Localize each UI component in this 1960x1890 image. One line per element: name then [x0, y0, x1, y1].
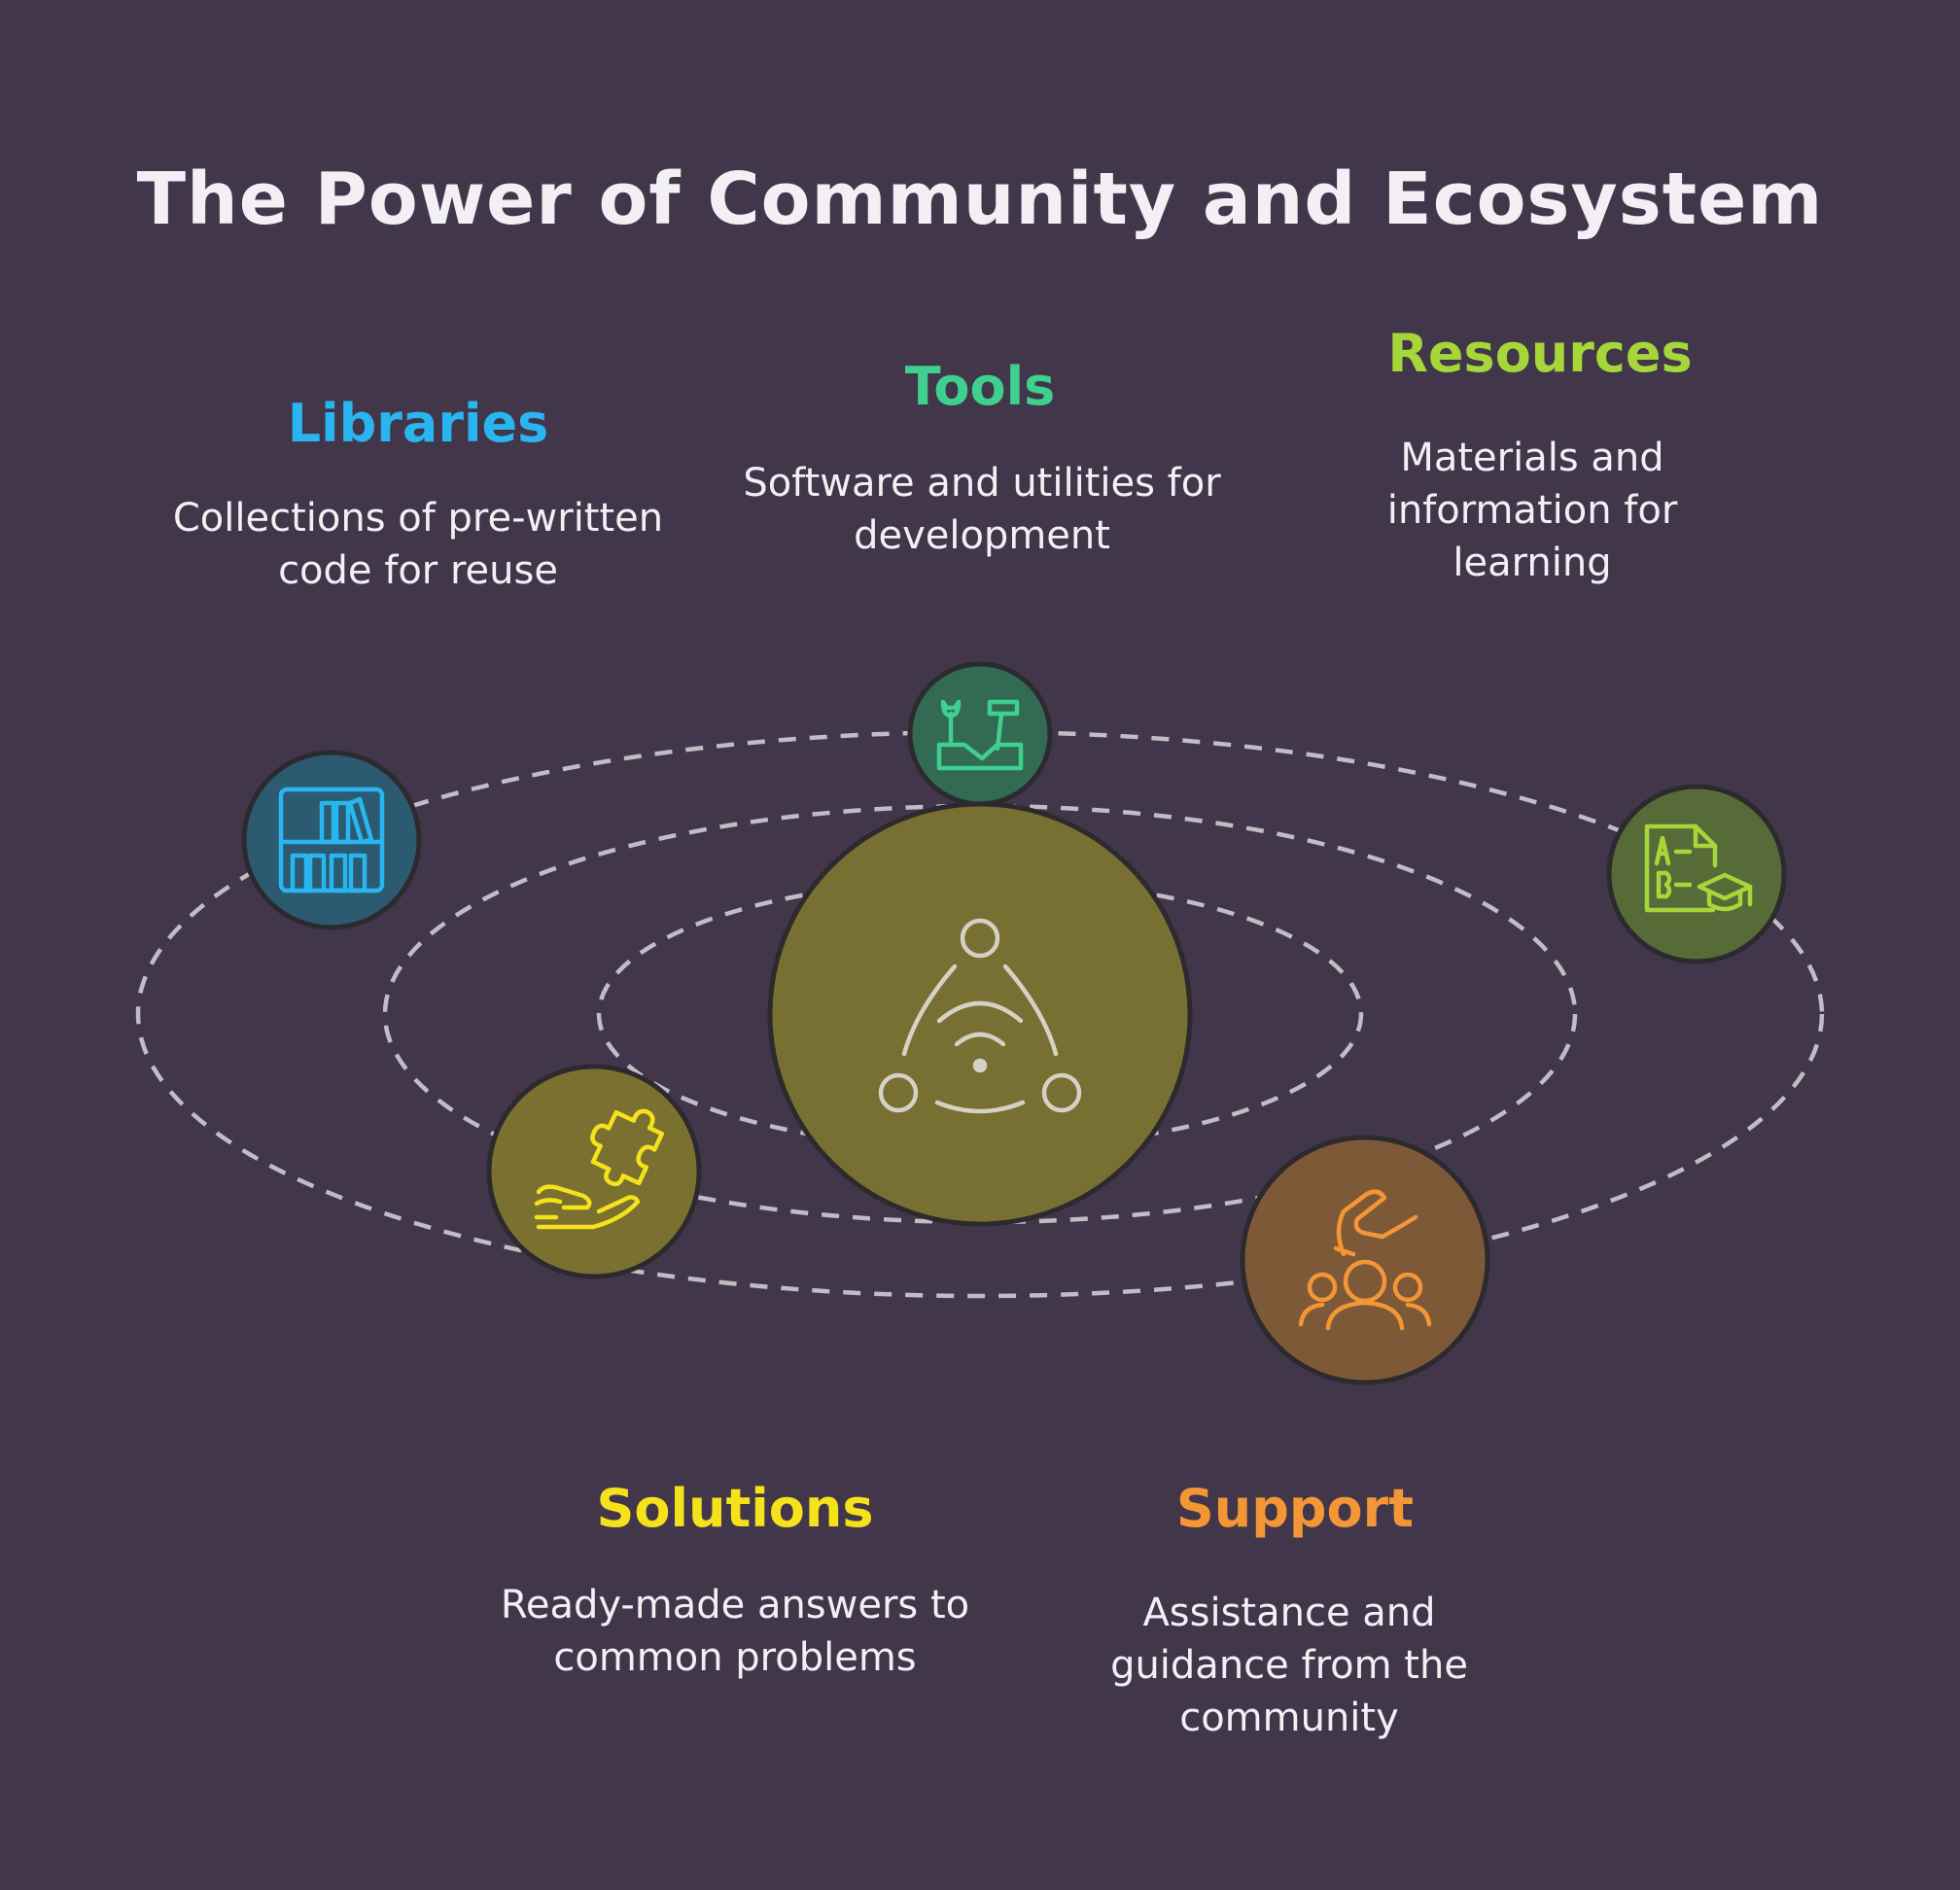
- bookshelf-icon: [278, 787, 385, 893]
- support-description: Assistance and guidance from the communi…: [1110, 1591, 1468, 1740]
- resources-title: Resources: [1387, 323, 1693, 384]
- tools-title: Tools: [904, 356, 1056, 417]
- test-document-graduation-cap-icon: [1644, 823, 1753, 913]
- node-solutions[interactable]: [486, 1064, 702, 1279]
- tools-description: Software and utilities for development: [743, 461, 1221, 558]
- center-hub: [767, 801, 1193, 1227]
- libraries-title: Libraries: [287, 393, 549, 454]
- toolbox-icon: [936, 699, 1024, 771]
- helping-hand-group-icon: [1298, 1189, 1432, 1331]
- node-resources[interactable]: [1606, 784, 1787, 964]
- resources-description: Materials and information for learning: [1386, 436, 1678, 585]
- solutions-description: Ready-made answers to common problems: [500, 1583, 970, 1680]
- libraries-description: Collections of pre-written code for reus…: [172, 496, 664, 593]
- node-support[interactable]: [1240, 1135, 1490, 1385]
- hand-puzzle-piece-icon: [534, 1108, 665, 1230]
- community-hub-icon: [878, 918, 1082, 1114]
- support-title: Support: [1175, 1478, 1415, 1539]
- node-libraries[interactable]: [241, 750, 422, 930]
- page-title: The Power of Community and Ecosystem: [136, 158, 1824, 241]
- node-tools[interactable]: [907, 661, 1053, 807]
- solutions-title: Solutions: [596, 1478, 874, 1539]
